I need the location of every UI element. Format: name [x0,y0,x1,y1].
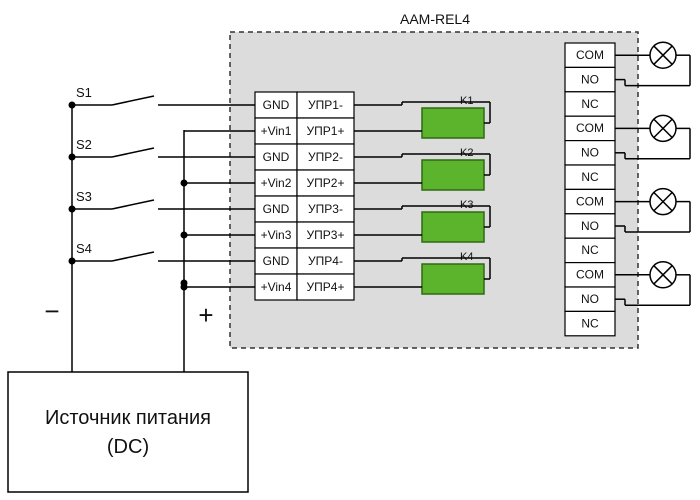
terminal-label: УПР1- [308,98,343,112]
terminal-cell [254,91,298,119]
output-label: NO [581,146,599,160]
module-title: AAM-REL4 [400,11,470,27]
lamp-icon [653,118,673,138]
switch-blade [111,147,155,158]
output-label: NO [581,72,599,86]
plus-sign: + [198,300,213,330]
switch-label: S1 [76,85,92,100]
terminal-label: УПР3+ [307,228,345,242]
terminal-label: УПР3- [308,202,343,216]
relay-coil [421,263,485,295]
switch-blade [111,251,155,262]
switch-blade [111,199,155,210]
output-cell [564,262,616,288]
terminal-cell [254,195,298,223]
output-label: NC [581,97,599,111]
terminal-label: +Vin4 [261,280,292,294]
output-label: COM [576,48,604,62]
relay-label: K2 [460,147,473,159]
switch-label: S4 [76,241,92,256]
output-cell [564,213,616,239]
terminal-label: GND [263,98,290,112]
output-cell [564,164,616,190]
switch-blade [111,95,155,106]
terminal-cell [296,91,355,119]
terminal-label: УПР2- [308,150,343,164]
power-supply-label: Источник питания [45,407,211,429]
terminal-cell [254,169,298,197]
output-label: COM [576,194,604,208]
lamp-group [615,41,691,306]
terminal-label: GND [263,254,290,268]
relay-label: K4 [460,251,473,263]
relay-coil [421,159,485,191]
minus-sign: − [44,296,59,326]
terminal-label: УПР1+ [307,124,345,138]
relay-coil [421,107,485,139]
terminal-label: УПР4- [308,254,343,268]
output-label: COM [576,121,604,135]
terminal-label: GND [263,150,290,164]
switch-label: S3 [76,189,92,204]
relay-label: K1 [460,95,473,107]
lamp-icon [653,192,673,212]
switch-label: S2 [76,137,92,152]
terminal-label: GND [263,202,290,216]
output-cell [564,310,616,337]
terminal-label: +Vin2 [261,176,292,190]
lamp-icon [653,265,673,285]
power-supply-type: (DC) [107,436,149,458]
power-supply-box [7,371,249,493]
output-label: NC [581,316,599,330]
terminal-label: +Vin1 [261,124,292,138]
terminal-cell [296,169,355,197]
terminal-label: УПР4+ [307,280,345,294]
output-terminal-block: COM NO NC COM NO NC COM NO NC COM NO NC [564,42,616,337]
terminal-label: УПР2+ [307,176,345,190]
terminal-cell [296,273,355,301]
terminal-cell [254,273,298,301]
output-label: NC [581,170,599,184]
output-label: COM [576,268,604,282]
terminal-label: +Vin3 [261,228,292,242]
output-label: NC [581,243,599,257]
relay-label: K3 [460,199,473,211]
relay-coil [421,211,485,243]
lamp-icon [653,45,673,65]
output-cell [564,42,616,68]
output-label: NO [581,219,599,233]
output-label: NO [581,292,599,306]
input-terminal-block: GND УПР1- +Vin1 УПР1+ GND УПР2- +Vin2 УПР2+ GND У… [254,91,355,301]
